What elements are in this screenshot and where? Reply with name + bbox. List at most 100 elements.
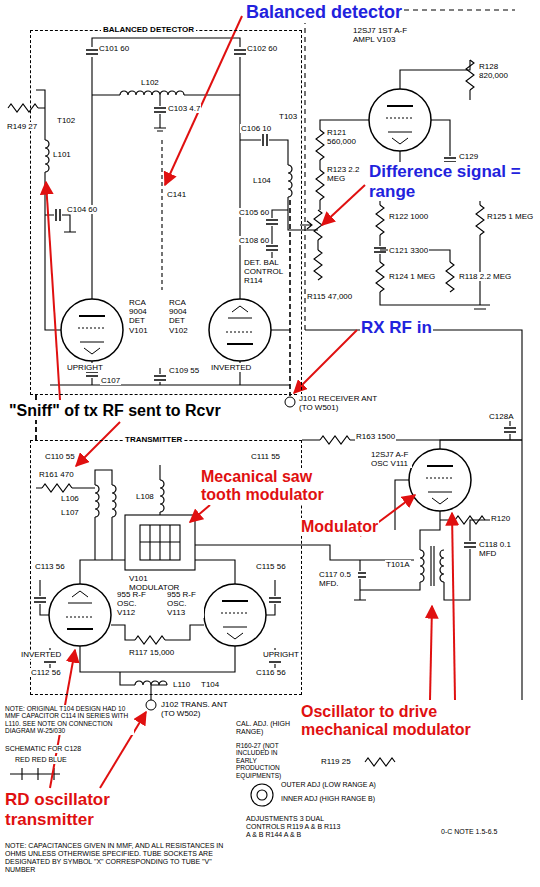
detector-components [209, 299, 271, 361]
component-label: UPRIGHT [66, 363, 104, 372]
component-label: R163 1500 [355, 432, 396, 441]
component-label: R120 [490, 514, 511, 523]
component-label: L107 [60, 508, 80, 517]
component-label: R128 820,000 [478, 62, 520, 80]
transmitter-components [34, 598, 46, 602]
component-label: OUTER ADJ (LOW RANGE A) [280, 781, 377, 789]
callout-arrow [190, 505, 210, 522]
detector-components [86, 50, 98, 54]
component-label: R117 15,000 [128, 648, 175, 657]
transmitter-components [42, 484, 72, 492]
component-label: T103 [278, 112, 298, 121]
component-label: R149 27 [6, 122, 38, 131]
detector-wiring [161, 140, 162, 290]
transmitter-components [135, 636, 165, 644]
annotation: Oscillator to drive mechanical modulator [300, 703, 517, 740]
amplifier-wiring [195, 10, 522, 700]
component-label: L102 [140, 78, 160, 87]
component-label: 12SJ7 A-F OSC V111 [370, 450, 412, 468]
detector-components [266, 220, 278, 224]
region-title: TRANSMITTER [123, 435, 184, 444]
amplifier-components [440, 550, 444, 582]
component-label: R122 1000 [388, 212, 429, 221]
component-label: J101 RECEIVER ANT (TO W501) [298, 394, 380, 412]
component-label: C113 56 [34, 562, 66, 571]
amplifier-components [316, 170, 324, 200]
component-label: C118 0.1 MFD [478, 540, 520, 558]
component-label: C117 0.5 MFD. [318, 570, 358, 588]
callout-arrow [76, 422, 120, 466]
amplifier-components [466, 60, 474, 90]
component-label: NOTE: ORIGINAL T104 DESIGN HAD 10 MMF CA… [4, 705, 134, 735]
transmitter-components [135, 681, 167, 685]
transmitter-wiring [40, 580, 275, 672]
component-label: DET. BAL CONTROL R114 [243, 258, 289, 286]
component-label: T102 [56, 116, 76, 125]
adjustment-parts [365, 758, 395, 766]
amplifier-components [409, 449, 471, 511]
detector-components [263, 134, 267, 146]
component-label: UPRIGHT [262, 650, 300, 659]
amplifier-components [369, 89, 431, 151]
callout-arrow [322, 185, 365, 225]
component-label: C121 3300 [388, 246, 429, 255]
component-label: C116 56 [255, 668, 287, 677]
callout-arrow [46, 182, 60, 400]
component-label: C129 [458, 152, 479, 161]
detector-components [86, 372, 98, 376]
component-label: T101A [385, 560, 411, 569]
component-label: R125 1 MEG [486, 212, 534, 221]
amplifier-components [374, 248, 386, 252]
callout-arrow [452, 513, 455, 700]
transmitter-components [146, 700, 156, 710]
component-label: C141 [166, 190, 187, 199]
amplifier-components [316, 130, 324, 160]
component-label: C108 60 [238, 236, 270, 245]
component-label: C106 10 [240, 124, 272, 133]
component-label: SCHEMATIC FOR C128 [4, 745, 82, 753]
component-label: L106 [60, 494, 80, 503]
component-label: R123 2.2 MEG [326, 165, 362, 183]
detector-components [8, 50, 295, 407]
transmitter-components [95, 485, 99, 517]
component-label: C109 55 [168, 366, 200, 375]
detector-components [56, 209, 60, 221]
component-label: T104 [200, 680, 220, 689]
component-label: C102 60 [246, 44, 278, 53]
component-label: RED RED BLUE [14, 756, 68, 764]
transmitter-wiring [125, 515, 195, 570]
annotation: Difference signal = range [368, 162, 530, 201]
component-label: RCA 9004 DET V102 [168, 298, 204, 335]
annotation: RX RF in [360, 318, 433, 338]
detector-components [154, 376, 166, 380]
component-label: C128A [488, 412, 514, 421]
component-label: 955 R-F OSC. V113 [166, 590, 204, 618]
component-label: L108 [135, 492, 155, 501]
callout-arrow [165, 16, 242, 185]
component-label: R160-27 (NOT INCLUDED IN EARLY PRODUCTIO… [235, 742, 301, 779]
component-label: INVERTED [20, 650, 62, 659]
callout-arrow [430, 606, 432, 700]
detector-components [8, 104, 38, 112]
component-label: 12SJ7 1ST A-F AMPL V103 [352, 26, 424, 44]
component-label: C111 55 [250, 452, 281, 461]
transmitter-wiring [140, 525, 180, 560]
adjustment-parts [257, 790, 267, 800]
component-label: C104 60 [66, 205, 98, 214]
component-label: R118 2.2 MEG [458, 272, 512, 281]
detector-components [45, 140, 49, 172]
component-label: J102 TRANS. ANT (TO W502) [160, 700, 234, 718]
amplifier-wiring [300, 60, 470, 250]
transmitter-components [112, 485, 116, 517]
region-title: BALANCED DETECTOR [101, 25, 196, 34]
callout-arrow [294, 330, 357, 393]
amplifier-components [420, 550, 424, 582]
component-label: NOTE: CAPACITANCES GIVEN IN MMF, AND ALL… [4, 842, 236, 874]
component-label: INVERTED [210, 363, 252, 372]
amplifier-components [376, 205, 384, 235]
component-label: C107 [100, 376, 121, 385]
amplifier-wiring [302, 330, 522, 700]
detector-wiring [92, 38, 240, 300]
amplifier-components [314, 210, 322, 240]
